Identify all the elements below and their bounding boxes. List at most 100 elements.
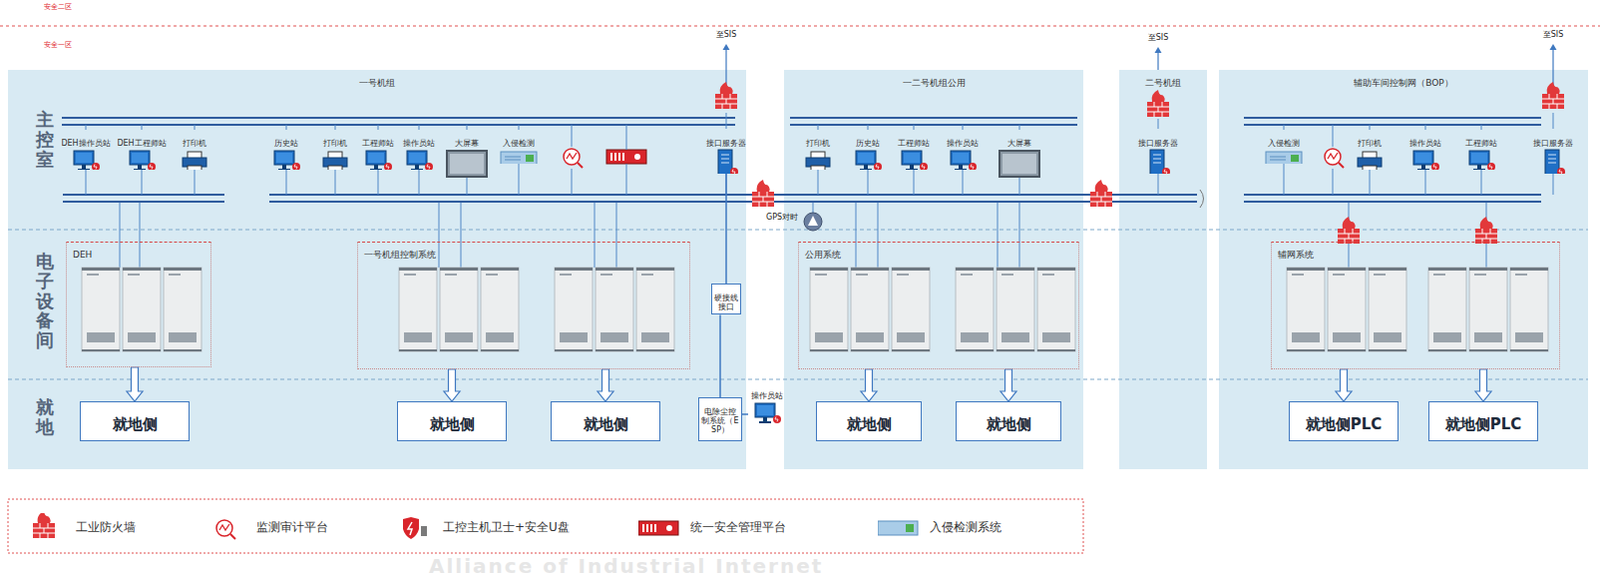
guard-badge [968,162,977,170]
monitor-screen [131,152,148,163]
node-label: DEH工程师站 [116,131,166,149]
management-platform-icon [606,149,647,164]
audit-icon [216,519,236,539]
group-title: 一号机组控制系统 [362,248,438,262]
cabinet-vent [896,332,925,343]
control-cabinet [1286,267,1325,352]
panel-title: 二号机组 [1119,69,1207,90]
station-icon [1354,148,1385,170]
monitor-neck [863,164,868,169]
network-wire [194,124,196,130]
audit-lens [216,519,233,536]
audit-trace [219,523,230,530]
firewall-mortar [1542,93,1565,109]
node-label: 入侵检测 [502,131,535,149]
interface-server: 接口服务器 [1135,131,1182,174]
network-wire [817,169,819,195]
big-screen-stand [1015,176,1024,178]
guard-badge [1557,167,1566,174]
panel-ground [7,69,747,469]
network-wire [1332,168,1334,195]
node-label: 打印机 [182,131,207,149]
cabinet-vent [1001,332,1030,343]
ids-box [1265,151,1302,164]
platform-slot [650,523,653,532]
control-cabinet [480,267,519,352]
printer: 打印机 [795,131,841,170]
guard-bolt [875,164,879,170]
network-wire [466,124,468,130]
cabinet-vent [1332,332,1361,343]
control-cabinet [439,267,478,352]
cabinet-tag [86,273,99,276]
cabinet-body [439,267,478,352]
station-icon [498,148,539,164]
connector-line [725,173,728,284]
cabinet-vent [444,332,473,343]
firewall-flame [1095,179,1109,192]
firewall-icon [32,512,55,538]
cabinet-top [1286,267,1325,271]
network-wire [194,169,196,195]
hollow-arrow [443,369,460,401]
node-label: 就地侧 [112,407,158,434]
network-wire [1481,124,1483,130]
connector [597,369,614,401]
cabinet-vent [485,332,514,343]
legend-text: 工业防火墙 [75,518,136,536]
network-wire [1481,169,1483,195]
network-bus [1243,194,1542,202]
printer-tray [328,165,343,170]
network-wire [1158,173,1160,195]
cabinet-top [955,267,994,271]
station-icon [1410,148,1441,170]
legend-frame [7,498,1084,553]
firewall-flame [1342,216,1356,229]
zone-panel: 一号机组DEH操作员站DEH工程师站打印机历史站打印机工程师站操作员站大屏幕入侵… [7,69,747,469]
intrusion-detector: 入侵检测 [1260,131,1307,164]
monitor-screen [857,152,874,163]
monitor-frame [1413,150,1434,165]
platform-slot [614,152,617,161]
legend-item: 入侵检测系统 [877,512,1002,541]
network-wire [913,124,915,130]
legend-text: 入侵检测系统 [929,518,1002,536]
node-label: 入侵检测 [1267,131,1300,149]
station-icon [1466,148,1497,170]
monitor-base [278,168,291,170]
cabinet-vent [403,332,432,343]
cabinet-vent [1474,332,1503,343]
management-platform-icon [638,520,679,535]
connector [1335,369,1352,401]
station-icon [320,148,351,170]
cabinet-top [81,267,120,271]
cabinet-body [399,267,437,352]
node-label: 硬接线接口 [714,286,739,312]
cabinet-vent [641,332,670,343]
firewall-icon [1147,89,1170,117]
monitor-base [1473,168,1486,170]
cabinet-tag [1291,273,1304,276]
cabinet-plinth [554,349,593,352]
cabinet-plinth [1428,349,1467,352]
printer-tray [1362,165,1377,170]
hollow-arrow [126,367,143,401]
station-icon [852,148,883,170]
panel-title: 一号机组 [7,69,747,90]
cabinet-tag [896,273,909,276]
cabinet-tag [127,273,140,276]
sis-arrowhead [723,43,731,50]
cabinet-top [122,267,161,271]
cabinet-plinth [81,349,120,352]
firewall-icon [1475,216,1498,244]
station-icon [947,148,978,170]
ids-light [905,523,914,532]
workstation: 工程师站 [355,131,401,170]
cabinet-vent [1433,332,1462,343]
network-wire [139,202,141,268]
network-wire [1369,124,1371,130]
connector [126,367,143,401]
network-wire [913,169,915,195]
audit-icon [563,148,583,168]
